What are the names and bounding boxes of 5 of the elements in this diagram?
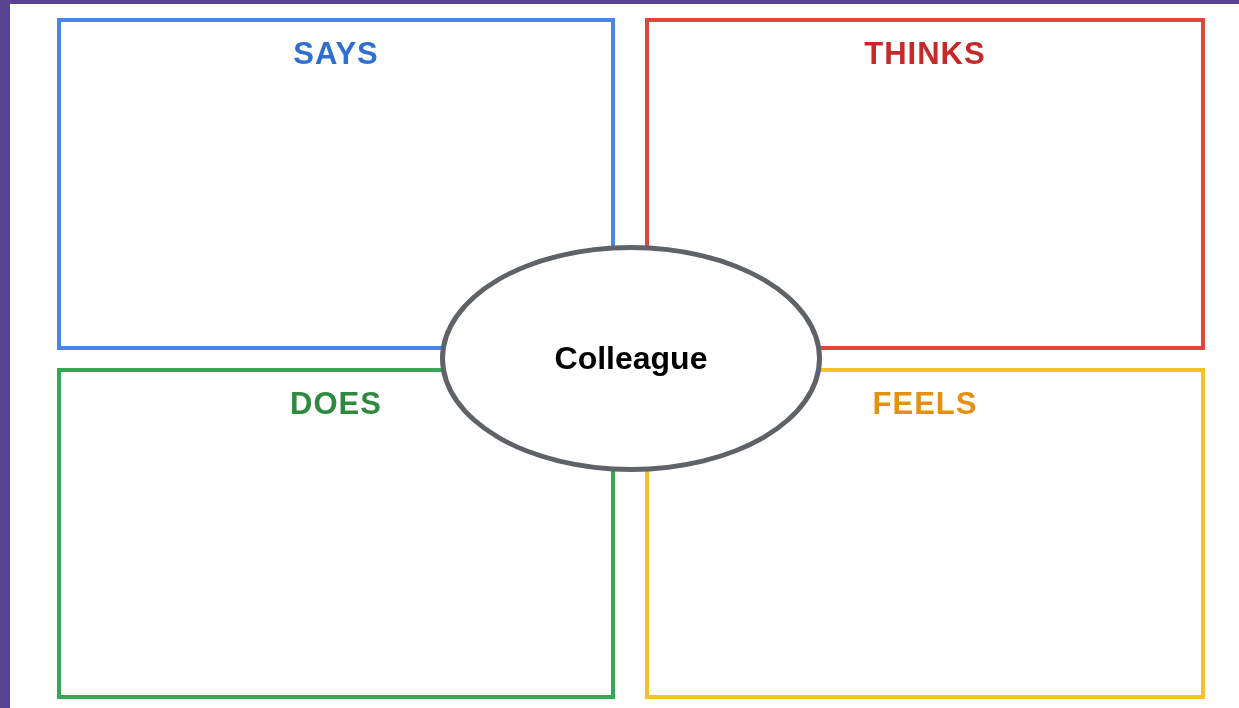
quadrant-heading: DOES (289, 386, 383, 422)
quadrant-heading: FEELS (871, 386, 979, 422)
quadrant-heading: SAYS (292, 36, 380, 72)
quadrant-heading: THINKS (863, 36, 987, 72)
center-label: Colleague (554, 340, 708, 377)
